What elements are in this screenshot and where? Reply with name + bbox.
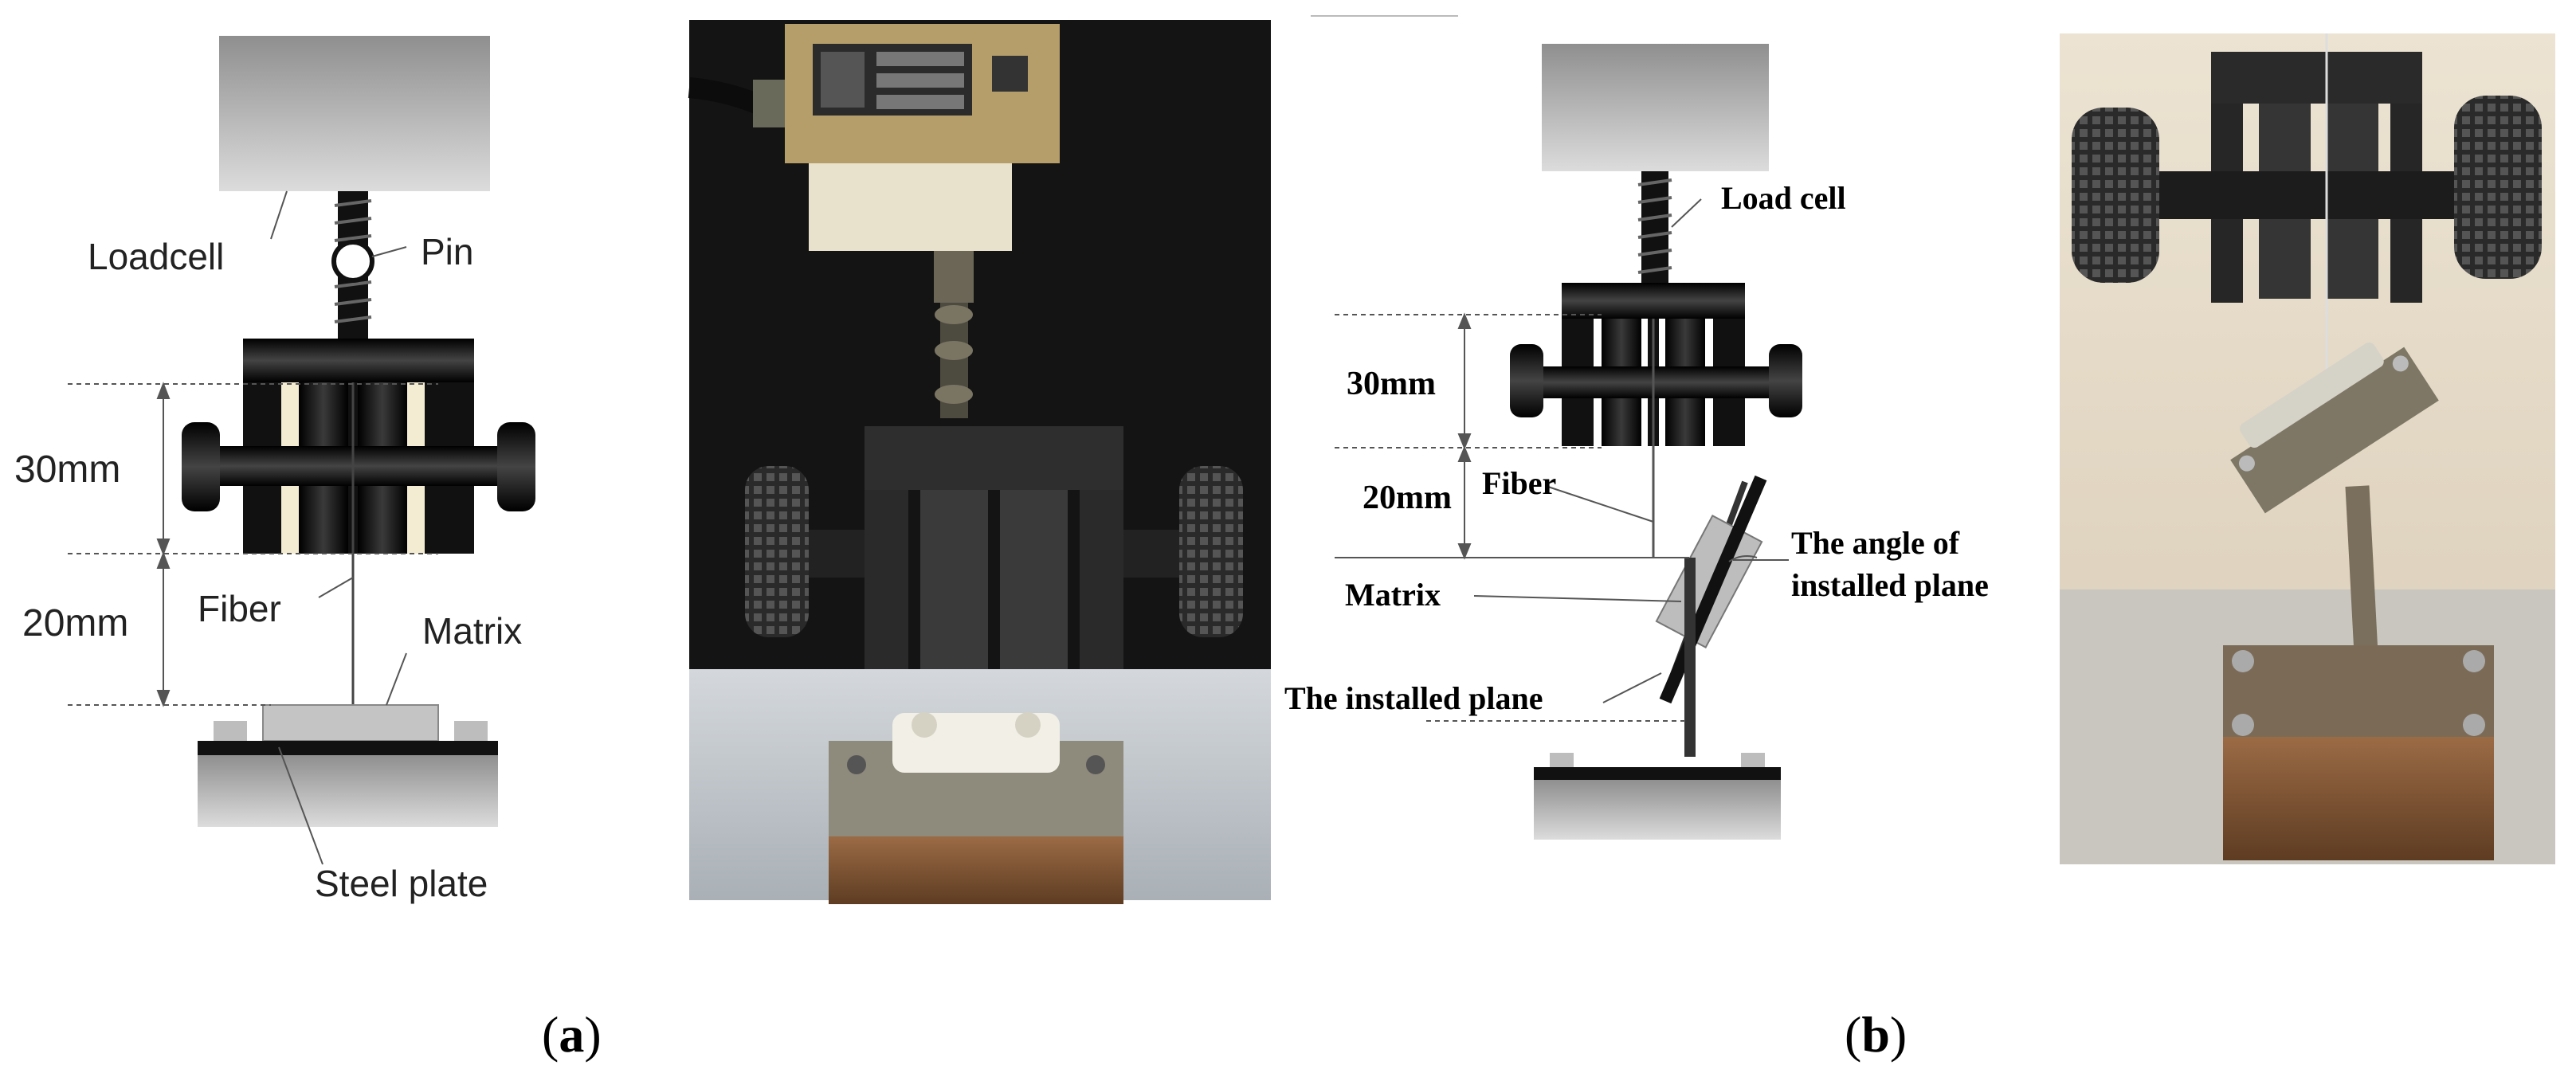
grip-clamp-b [1510, 283, 1802, 446]
photo-tilted-plate [2230, 342, 2439, 514]
photo-base-b [2223, 645, 2494, 860]
installed-plane-b [1655, 475, 1767, 757]
label-dim-30: 30mm [14, 448, 120, 491]
svg-text:(b): (b) [1845, 1006, 1907, 1063]
load-cell-block [219, 36, 490, 191]
angle-arc [1728, 555, 1758, 562]
label-dim-20: 20mm [22, 602, 128, 644]
caption-b: (b) [1845, 1006, 1907, 1063]
pin-icon [331, 240, 374, 283]
photo-base [829, 712, 1123, 904]
grip-clamp [182, 339, 535, 554]
matrix-block [262, 704, 439, 742]
threaded-rod-b [1637, 171, 1672, 283]
caption-a-letter: a [559, 1006, 584, 1063]
panel-a-photo [688, 20, 1271, 904]
steel-plate-b [1534, 767, 1781, 780]
leader-lines [270, 190, 407, 865]
label-angle-line1: The angle of [1791, 525, 1960, 561]
base-block-b [1534, 780, 1781, 840]
label-fiber-b: Fiber [1482, 465, 1556, 501]
photo-grip [745, 426, 1243, 669]
caption-b-letter: b [1861, 1006, 1890, 1063]
dimension-lines-b [1335, 312, 1789, 722]
label-installed-plane: The installed plane [1284, 680, 1543, 716]
label-fiber: Fiber [198, 588, 281, 629]
label-dim-30-b: 30mm [1347, 366, 1436, 402]
base-block [198, 755, 498, 827]
svg-text:(a): (a) [542, 1006, 602, 1063]
dimension-lines [68, 382, 438, 707]
leader-lines-b [1473, 198, 1702, 703]
label-matrix: Matrix [422, 610, 522, 652]
steel-plate [198, 741, 498, 755]
panel-a-schematic: Loadcell Pin 30mm 20mm Fiber Matrix Stee… [14, 36, 535, 904]
panel-b-photo [2060, 33, 2555, 864]
label-pin: Pin [421, 231, 473, 272]
caption-a: (a) [542, 1006, 602, 1063]
label-loadcell: Loadcell [88, 236, 224, 277]
label-angle-line2: installed plane [1791, 567, 1989, 603]
label-dim-20-b: 20mm [1362, 480, 1452, 516]
label-steel-plate: Steel plate [315, 863, 488, 904]
label-load-cell-b: Load cell [1721, 180, 1846, 216]
panel-b-schematic: Load cell 30mm 20mm Fiber The angle of i… [1284, 15, 1989, 840]
load-cell-block-b [1542, 44, 1769, 171]
photo-grip-b [2072, 52, 2542, 303]
label-matrix-b: Matrix [1345, 577, 1441, 613]
